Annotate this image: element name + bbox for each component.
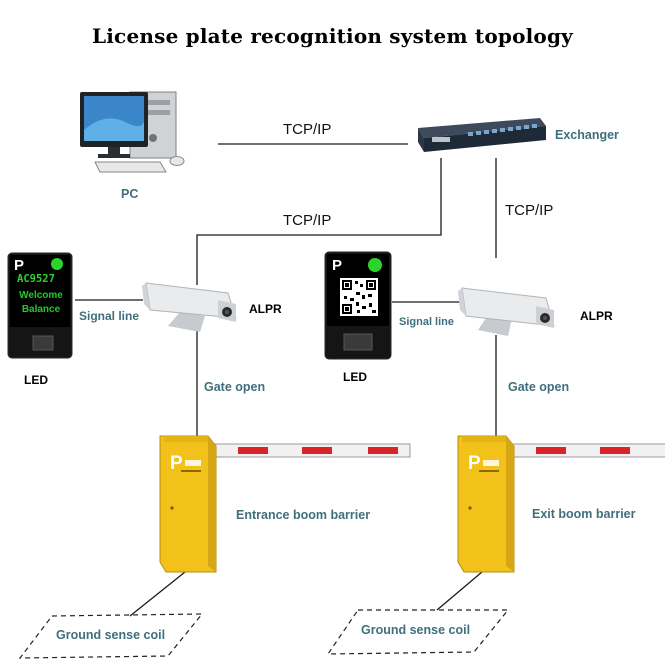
alpr-label-left: ALPR [249,302,282,316]
link-label-exchanger-alpr-right: TCP/IP [505,202,554,219]
diagram-title: License plate recognition system topolog… [92,24,573,48]
link-label-exchanger-alpr-left: TCP/IP [283,212,332,229]
led-display-right: P [324,251,392,360]
exchanger-label: Exchanger [555,128,619,142]
svg-text:P: P [468,453,481,474]
exit-barrier-label: Exit boom barrier [532,507,636,521]
ground-coil-left-shape [18,613,204,659]
led-balance-text: Balance [21,304,61,315]
exit-barrier-icon: P [457,435,665,573]
connection-lines [75,143,497,617]
signal-line-label-right: Signal line [399,316,455,328]
led-plate-text: AC9527 [17,273,55,285]
ground-coil-right-shape [326,609,510,655]
svg-text:P: P [14,257,24,274]
alpr-camera-left [142,282,237,332]
line-exchanger-alpr-left [196,158,442,285]
pc-icon [80,91,185,173]
ground-coil-label-right: Ground sense coil [361,623,471,637]
led-label-left: LED [24,373,48,387]
gate-open-label-right: Gate open [508,380,570,394]
alpr-camera-right [458,287,555,336]
pc-label: PC [121,187,139,201]
line-coil-right [436,571,483,611]
led-display-left: P [7,252,73,359]
entrance-barrier-icon: P [159,435,411,573]
line-coil-left [129,571,186,617]
led-welcome-text: Welcome [19,290,63,301]
alpr-label-right: ALPR [580,309,613,323]
gate-open-label-left: Gate open [204,380,266,394]
led-label-right: LED [343,370,367,384]
switch-icon [418,118,546,152]
svg-text:P: P [332,257,342,274]
link-label-pc-exchanger: TCP/IP [283,121,332,138]
signal-line-label-left: Signal line [79,309,140,323]
entrance-barrier-label: Entrance boom barrier [236,508,371,522]
svg-text:P: P [170,453,183,474]
ground-coil-label-left: Ground sense coil [56,628,166,642]
